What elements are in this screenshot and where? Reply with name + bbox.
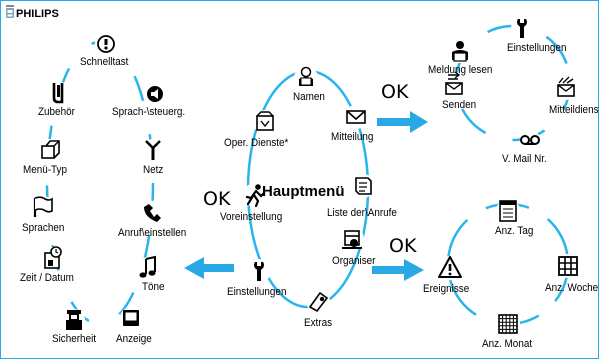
- ok-label-settings: OK: [203, 188, 231, 210]
- menu-item-ereignisse[interactable]: Ereignisse: [423, 283, 470, 295]
- menu-item-einstellungen[interactable]: Einstellungen: [227, 286, 287, 298]
- arrow-to-settings: [184, 257, 234, 279]
- month-icon: [498, 314, 518, 334]
- brand-name: PHILIPS: [16, 8, 59, 20]
- menu-item-netz[interactable]: Netz: [143, 164, 164, 176]
- philips-logo-icon: [6, 5, 14, 18]
- hotkey-icon: [97, 35, 115, 53]
- menu-item-anz-monat[interactable]: Anz. Monat: [482, 338, 533, 350]
- padlock-icon: [65, 309, 83, 331]
- day-icon: [499, 200, 517, 222]
- menu-item-oper-dienste[interactable]: Oper. Dienste*: [224, 137, 289, 149]
- week-icon: [558, 256, 578, 276]
- menu-item-senden[interactable]: Senden: [442, 99, 477, 111]
- menu-item-organiser[interactable]: Organiser: [332, 255, 376, 267]
- menu-item-sprachen[interactable]: Sprachen: [22, 222, 65, 234]
- call-list-icon: [355, 177, 372, 195]
- menu-item-liste-anrufe[interactable]: Liste der\Anrufe: [327, 207, 397, 219]
- menu-item-voreinstellung[interactable]: Voreinstellung: [220, 211, 283, 223]
- arrow-to-messages: [377, 111, 428, 133]
- menu-item-anrufeinstellen[interactable]: Anruf\einstellen: [118, 227, 187, 239]
- ok-label-organiser: OK: [389, 235, 417, 257]
- menu-item-meldung-lesen[interactable]: Meldung lesen: [428, 64, 493, 76]
- menu-item-v-mail-nr[interactable]: V. Mail Nr.: [502, 153, 547, 165]
- ok-label-messages: OK: [381, 81, 409, 103]
- menu-item-zeit-datum[interactable]: Zeit / Datum: [20, 272, 74, 284]
- arrow-to-organiser: [372, 259, 424, 281]
- menu-item-sprachsteuerg[interactable]: Sprach-\steuerg.: [112, 106, 186, 118]
- organiser-icon: [341, 230, 363, 249]
- menu-item-schnelltast[interactable]: Schnelltast: [80, 56, 129, 68]
- menu-item-anz-tag[interactable]: Anz. Tag: [495, 225, 534, 237]
- menu-item-menue-typ[interactable]: Menü-Typ: [23, 164, 68, 176]
- menu-item-anzeige[interactable]: Anzeige: [116, 333, 152, 345]
- menu-item-mitteilungsdienst[interactable]: Mitteildienst: [549, 104, 599, 116]
- menu-item-mitteilung[interactable]: Mitteilung: [331, 131, 374, 143]
- voice-icon: [147, 86, 163, 102]
- menu-item-sicherheit[interactable]: Sicherheit: [52, 333, 97, 345]
- menu-item-namen[interactable]: Namen: [293, 91, 325, 103]
- menu-item-anz-woche[interactable]: Anz. Woche: [545, 282, 599, 294]
- display-icon: [123, 310, 139, 326]
- hub-title: Hauptmenü: [262, 183, 345, 200]
- menu-item-toene[interactable]: Töne: [142, 281, 165, 293]
- menu-item-zubehoer[interactable]: Zubehör: [38, 106, 75, 118]
- envelope-icon: [346, 110, 366, 124]
- menu-item-extras[interactable]: Extras: [304, 317, 333, 329]
- menu-item-einstellungen-messages[interactable]: Einstellungen: [507, 42, 567, 54]
